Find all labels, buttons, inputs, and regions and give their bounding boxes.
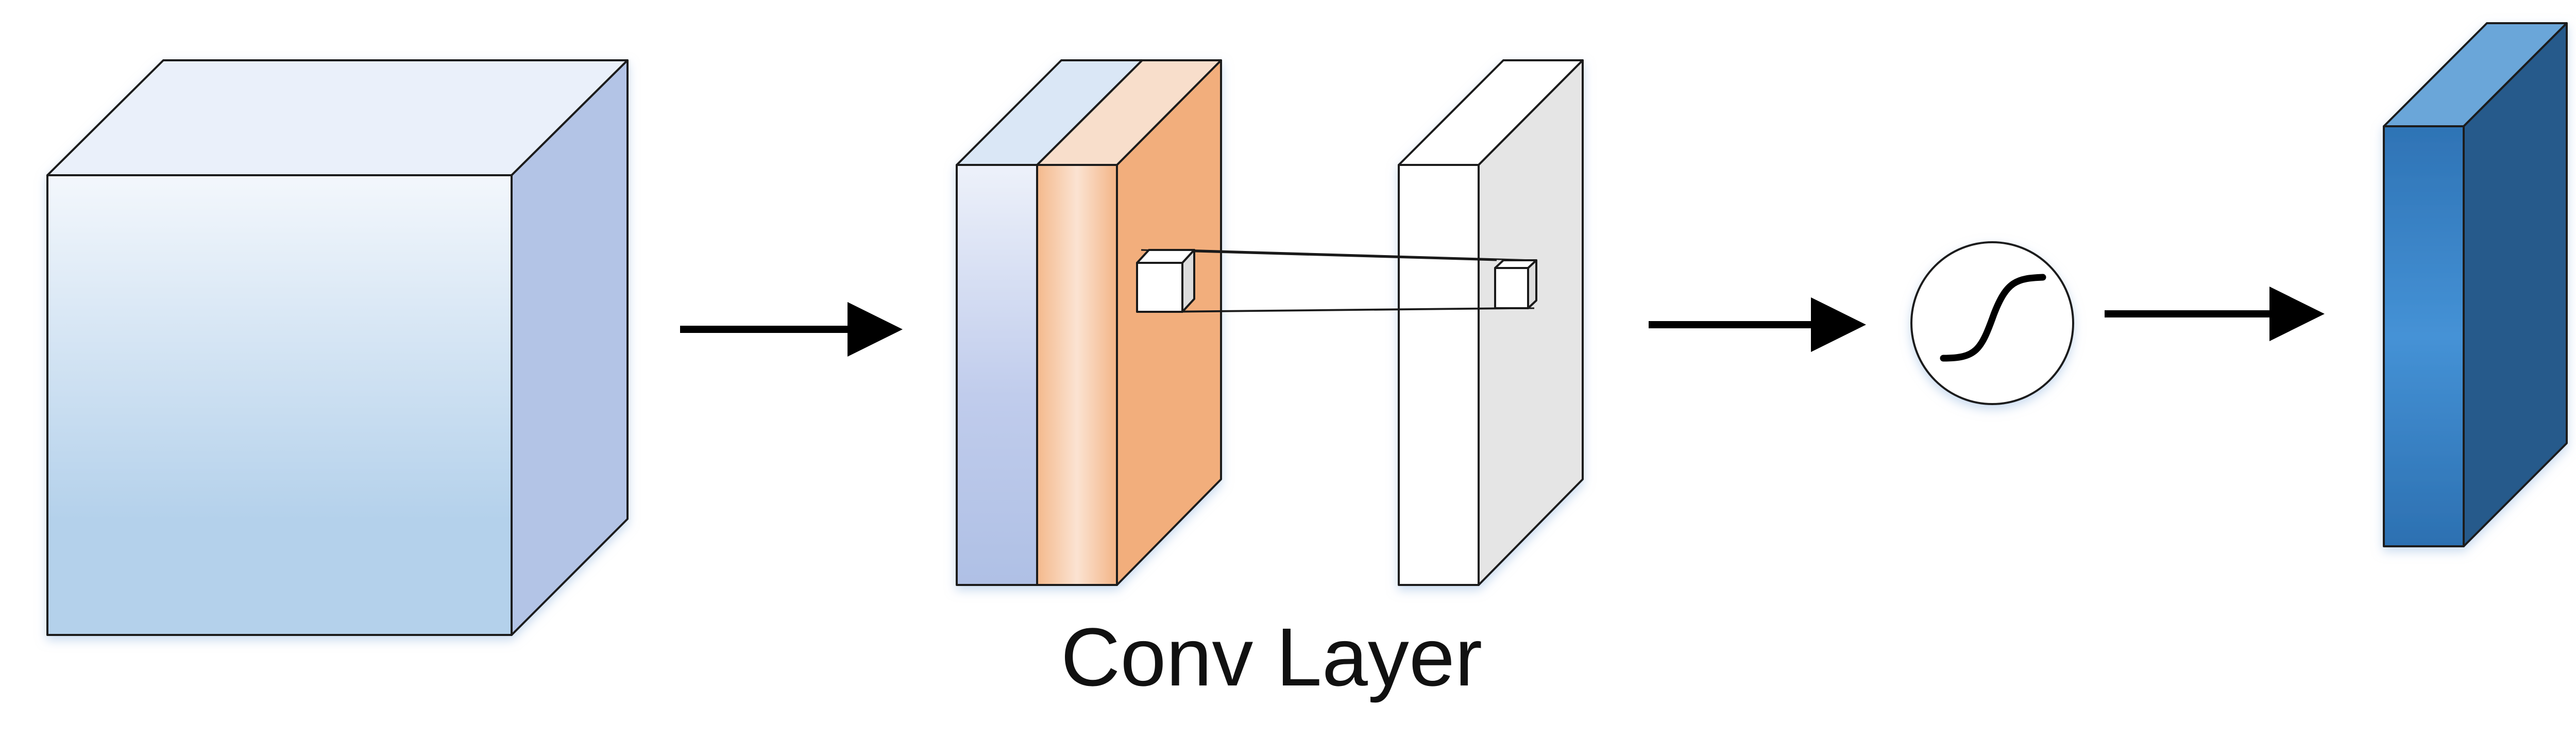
conv-layer-caption: Conv Layer — [1061, 611, 1482, 703]
feature-map-slab — [1398, 59, 1584, 586]
conv-kernel-cube — [1136, 249, 1195, 313]
conv-layer-slabs — [956, 59, 1222, 586]
feature-map-front — [1398, 164, 1480, 586]
conv-slab-blue-front — [956, 164, 1038, 586]
arrow-conv-to-activation — [1649, 297, 1866, 352]
input-cube-front — [46, 174, 513, 636]
input-volume-cube — [46, 59, 629, 636]
conv-slab-orange-front — [1036, 164, 1118, 586]
arrow-activation-to-output — [2105, 287, 2325, 341]
arrow-input-to-conv — [680, 302, 903, 357]
output-front — [2383, 125, 2465, 547]
sigmoid-activation-icon — [1910, 241, 2074, 405]
receptive-field-lines — [1141, 249, 1535, 313]
feature-map-pixel-cube — [1494, 259, 1537, 309]
output-volume — [2383, 22, 2568, 547]
